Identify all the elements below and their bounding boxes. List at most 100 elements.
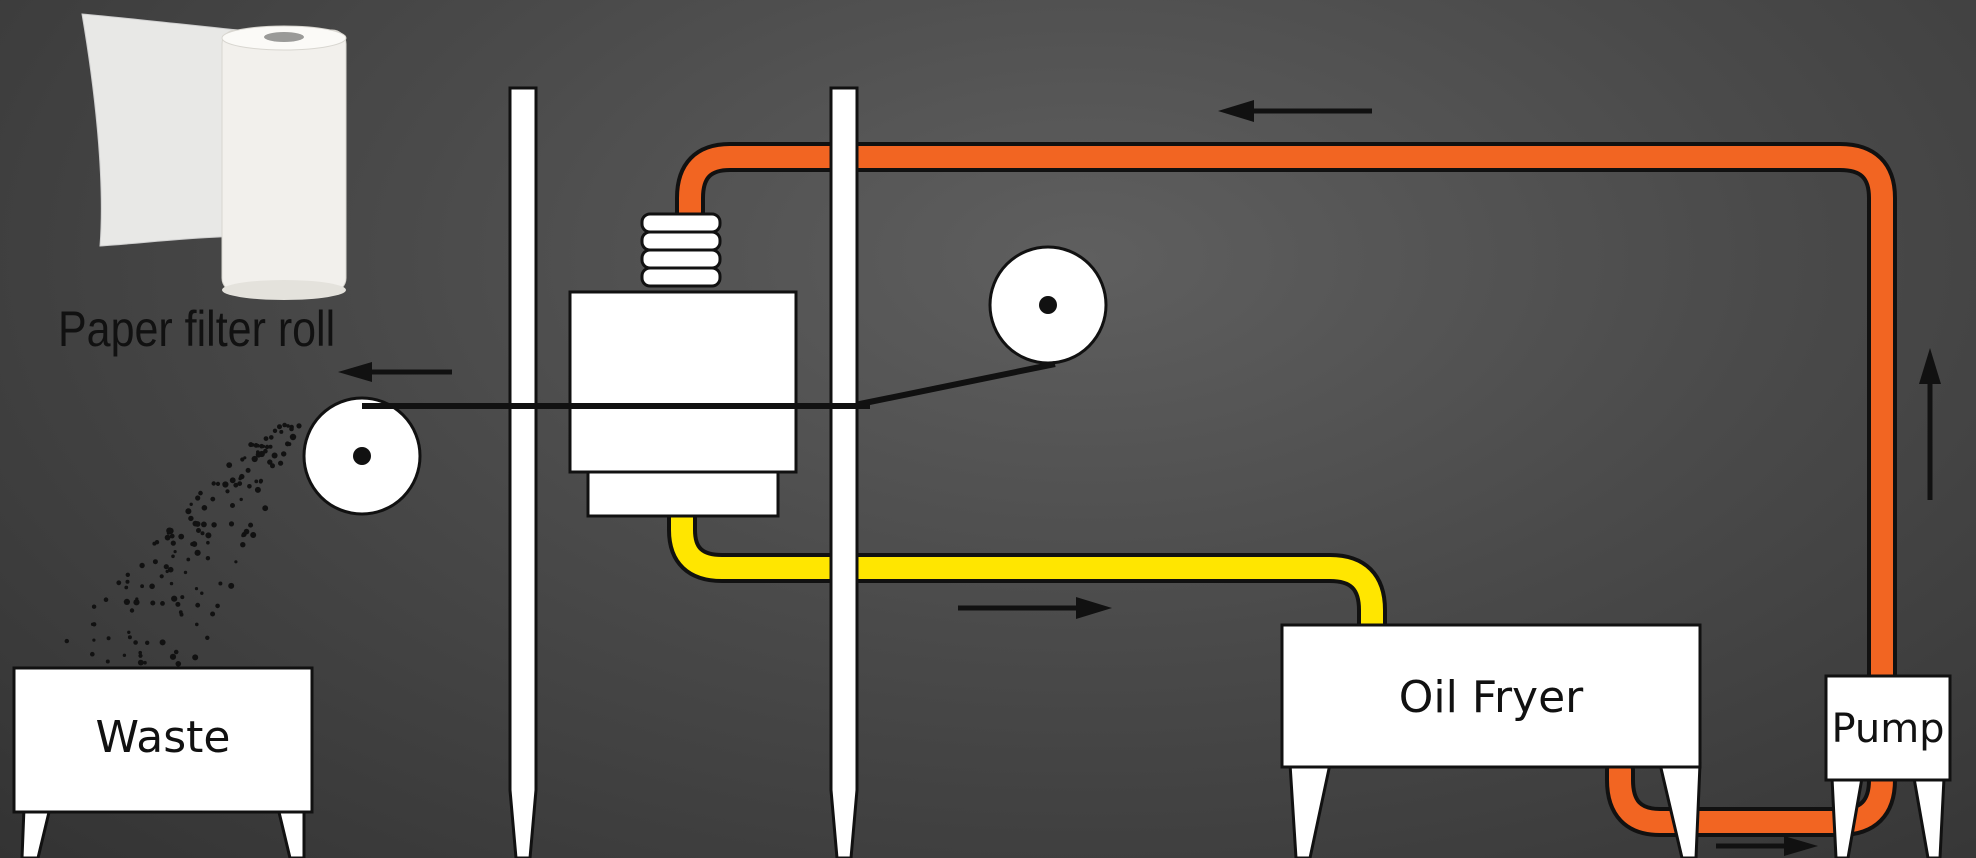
- waste-particle: [186, 558, 190, 562]
- waste-particle: [241, 534, 245, 538]
- waste-particle: [282, 423, 287, 428]
- waste-particle: [128, 635, 132, 639]
- waste-particle: [262, 505, 268, 511]
- waste-particle: [178, 534, 184, 540]
- waste-particle: [262, 445, 265, 448]
- waste-particle: [289, 427, 294, 432]
- waste-particle: [184, 571, 187, 574]
- waste-particle: [138, 651, 142, 655]
- waste-particle: [206, 556, 210, 560]
- waste-particle: [277, 424, 282, 429]
- waste-label: Waste: [96, 712, 231, 763]
- waste-particle: [200, 592, 203, 595]
- waste-particle: [244, 529, 250, 535]
- waste-particle: [270, 463, 275, 468]
- waste-particle: [160, 639, 166, 645]
- waste-particle: [269, 435, 274, 440]
- oil-fryer-label: Oil Fryer: [1399, 672, 1584, 723]
- arrow-icon: [1218, 100, 1372, 122]
- waste-particle: [164, 564, 169, 569]
- waste-particle: [222, 481, 228, 487]
- takeup-roller: [304, 398, 420, 514]
- waste-particle: [188, 516, 193, 521]
- waste-particle: [171, 596, 177, 602]
- waste-particle: [281, 451, 286, 456]
- waste-particle: [126, 580, 130, 584]
- waste-particle: [124, 599, 130, 605]
- waste-particle: [133, 640, 138, 645]
- waste-particle: [201, 531, 205, 535]
- waste-particle: [138, 660, 144, 666]
- waste-particle: [229, 521, 234, 526]
- waste-particle: [124, 586, 128, 590]
- waste-particle: [126, 573, 130, 577]
- waste-particle: [92, 605, 96, 609]
- waste-particle: [130, 608, 134, 612]
- waste-particle: [252, 456, 258, 462]
- arrow-icon: [1716, 836, 1818, 856]
- waste-particle: [155, 540, 159, 544]
- waste-particle: [216, 482, 220, 486]
- waste-particle: [233, 483, 238, 488]
- waste-particle: [225, 489, 229, 493]
- waste-particle: [123, 654, 126, 657]
- waste-particle: [106, 660, 110, 664]
- waste-particle: [290, 434, 296, 440]
- waste-particle: [65, 639, 69, 643]
- supply-roller: [990, 247, 1106, 363]
- waste-particle: [165, 535, 171, 541]
- waste-particle: [150, 601, 155, 606]
- waste-particle: [107, 636, 111, 640]
- waste-particle: [240, 498, 243, 501]
- waste-particle: [259, 479, 263, 483]
- waste-particle: [256, 450, 260, 454]
- waste-particle: [160, 601, 165, 606]
- paper-roll-icon: [82, 14, 346, 300]
- paper-filter-roll-label: Paper filter roll: [58, 301, 335, 357]
- waste-particle: [195, 495, 200, 500]
- waste-particle: [278, 461, 283, 466]
- waste-particle: [246, 468, 251, 473]
- waste-particle: [90, 652, 95, 657]
- arrow-icon: [1919, 348, 1941, 500]
- waste-particle: [139, 563, 144, 568]
- waste-particle: [176, 661, 182, 667]
- waste-particle: [149, 584, 155, 590]
- waste-particle: [171, 555, 175, 559]
- waste-particle: [127, 631, 130, 634]
- waste-particle: [185, 508, 191, 514]
- waste-particle: [263, 449, 268, 454]
- waste-particle: [170, 582, 173, 585]
- waste-particle: [226, 462, 232, 468]
- waste-particle: [192, 542, 197, 547]
- waste-particle: [240, 542, 245, 547]
- arrow-icon: [338, 362, 452, 382]
- waste-particle: [145, 641, 149, 645]
- waste-particle: [269, 445, 273, 449]
- waste-particle: [230, 503, 235, 508]
- waste-particle: [92, 622, 96, 626]
- waste-particle: [104, 597, 109, 602]
- waste-particle: [195, 603, 200, 608]
- waste-particle: [160, 574, 164, 578]
- waste-particle: [195, 587, 198, 590]
- filter-housing: [570, 214, 796, 516]
- waste-particle: [206, 541, 210, 545]
- arrow-icon: [958, 597, 1112, 619]
- waste-particle: [179, 610, 183, 614]
- waste-particle: [210, 497, 215, 502]
- waste-particle: [256, 444, 260, 448]
- waste-particle: [279, 430, 283, 434]
- waste-particle: [170, 534, 175, 539]
- waste-particle: [205, 636, 209, 640]
- waste-particles: [65, 423, 302, 667]
- waste-particle: [240, 457, 244, 461]
- waste-particle: [192, 654, 198, 660]
- waste-particle: [171, 541, 176, 546]
- waste-particle: [153, 559, 158, 564]
- waste-particle: [92, 639, 95, 642]
- waste-particle: [195, 623, 199, 627]
- waste-particle: [255, 487, 261, 493]
- waste-particle: [287, 442, 291, 446]
